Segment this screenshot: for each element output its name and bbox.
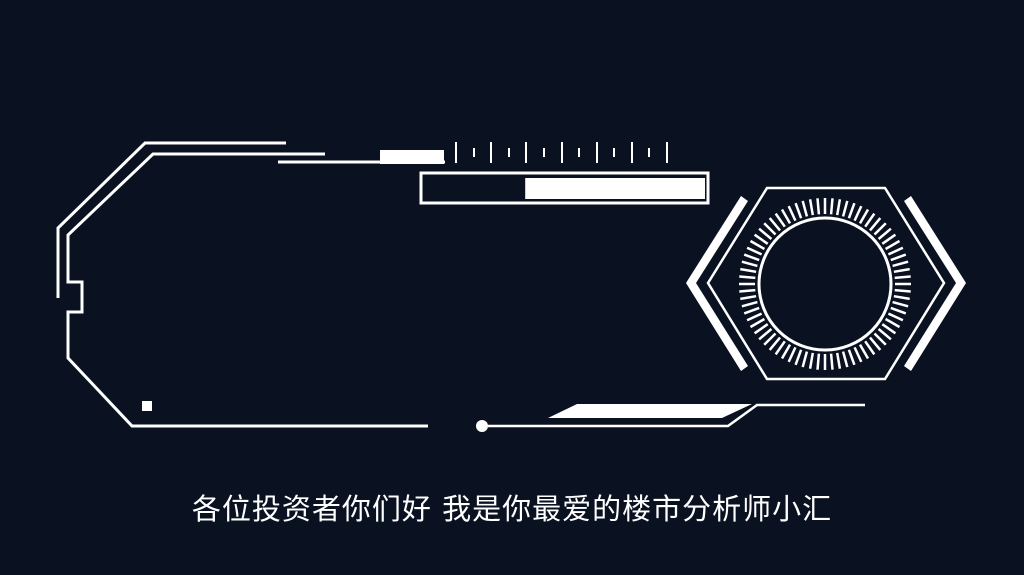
radial-tick [864,212,876,228]
radial-tick [853,205,863,222]
radial-tick [774,212,786,228]
radial-tick [847,349,856,366]
radial-tick [774,340,786,356]
hexagon-radial-dial-icon [686,186,966,381]
right-bracket [904,196,966,371]
dial-inner-ring [757,216,893,352]
radial-tick [739,275,756,280]
subtitle-caption: 各位投资者你们好 我是你最爱的楼市分析师小汇 [191,492,833,526]
radial-tick-ring [739,198,911,370]
radial-tick [835,352,842,369]
radial-tick [780,208,792,225]
radial-tick [892,300,909,308]
radial-tick [893,294,910,301]
progress-fill [525,178,705,199]
radial-tick [873,332,887,346]
radial-tick [758,328,773,341]
radial-tick [873,222,887,236]
radial-tick [808,199,815,216]
radial-tick [768,336,781,351]
radial-tick [780,343,792,360]
radial-tick [881,233,897,245]
radial-tick [841,200,849,217]
radial-tick [801,200,809,217]
radial-tick [877,227,892,240]
hud-frame-icon [56,141,445,428]
bottom-dot [476,420,488,432]
radial-tick [749,317,766,329]
radial-tick [746,312,763,322]
radial-tick [801,351,809,368]
radial-tick [753,323,769,335]
radial-tick [869,336,882,351]
radial-tick [740,294,757,301]
radial-tick [894,288,911,293]
radial-tick [808,352,815,369]
radial-tick [763,332,777,346]
radial-tick [816,353,821,370]
radial-tick [858,343,870,360]
frame-outer-line [56,141,286,298]
radial-tick [853,346,863,363]
progress-bar [419,171,710,205]
radial-tick [835,199,842,216]
radial-tick [746,246,763,256]
radial-tick [841,351,849,368]
radial-tick [741,300,758,308]
radial-tick [887,246,904,256]
radial-tick [743,253,760,262]
radial-tick [749,239,766,251]
radial-tick [887,312,904,322]
radial-tick [743,306,760,315]
radial-tick [787,205,797,222]
radial-tick [890,253,907,262]
radial-tick [864,340,876,356]
radial-tick [829,198,834,215]
radial-tick [794,349,803,366]
radial-tick [884,239,901,251]
radial-tick [739,288,756,293]
radial-tick [787,346,797,363]
frame-corner-square [142,401,152,411]
hexagon-outline [706,186,946,381]
radial-tick [847,202,856,219]
radial-tick [884,317,901,329]
radial-tick [741,260,758,268]
radial-tick [758,227,773,240]
radial-tick [816,198,821,215]
radial-tick [858,208,870,225]
left-bracket [686,196,748,371]
radial-tick [881,323,897,335]
radial-tick [794,202,803,219]
radial-tick [753,233,769,245]
top-solid-block [380,150,444,164]
radial-tick [763,222,777,236]
bottom-connector-line [488,403,865,428]
tick-ruler [455,142,668,163]
radial-tick [869,217,882,232]
bottom-parallelogram [548,404,752,418]
frame-inner-line [66,152,428,428]
radial-tick [877,328,892,341]
radial-tick [892,260,909,268]
radial-tick [894,275,911,280]
progress-track [419,171,710,205]
radial-tick [740,267,757,274]
radial-tick [829,353,834,370]
radial-tick [893,267,910,274]
radial-tick [768,217,781,232]
radial-tick [890,306,907,315]
